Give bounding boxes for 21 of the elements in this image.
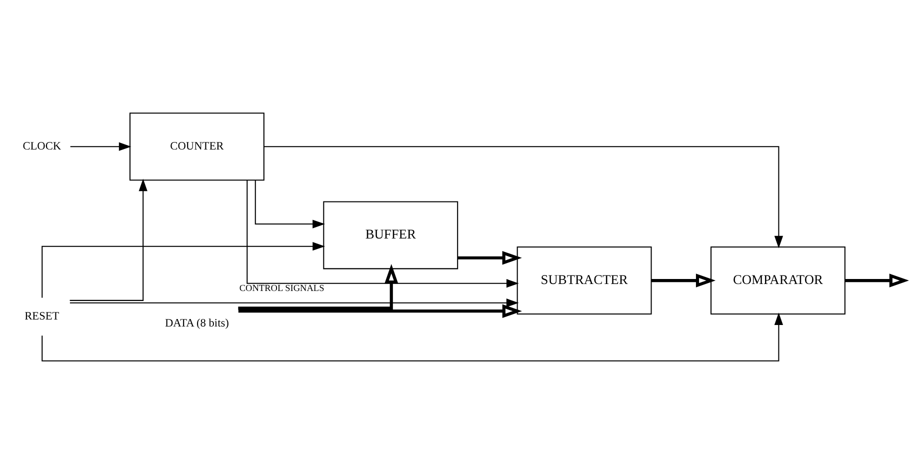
arrow [458,250,522,264]
arrow [246,180,519,288]
arrow [238,264,398,310]
node-text: CLOCK [22,140,62,152]
arrow [254,180,325,228]
arrow [70,142,132,150]
arrow [42,242,325,298]
arrow [845,273,909,287]
arrow [70,298,519,307]
arrow [264,146,784,248]
arrow [70,178,148,300]
arrow [238,304,522,318]
node-box: BUFFER [323,200,458,269]
edge-label: CONTROL SIGNALS [239,283,324,294]
arrow [652,273,716,287]
node-text: RESET [24,310,60,322]
node-text: DATA (8 bits) [164,317,229,330]
node-box: COMPARATOR [710,246,846,314]
node-box: SUBTRACTER [516,246,652,314]
node-box: COUNTER [129,112,264,180]
arrow [42,312,784,361]
